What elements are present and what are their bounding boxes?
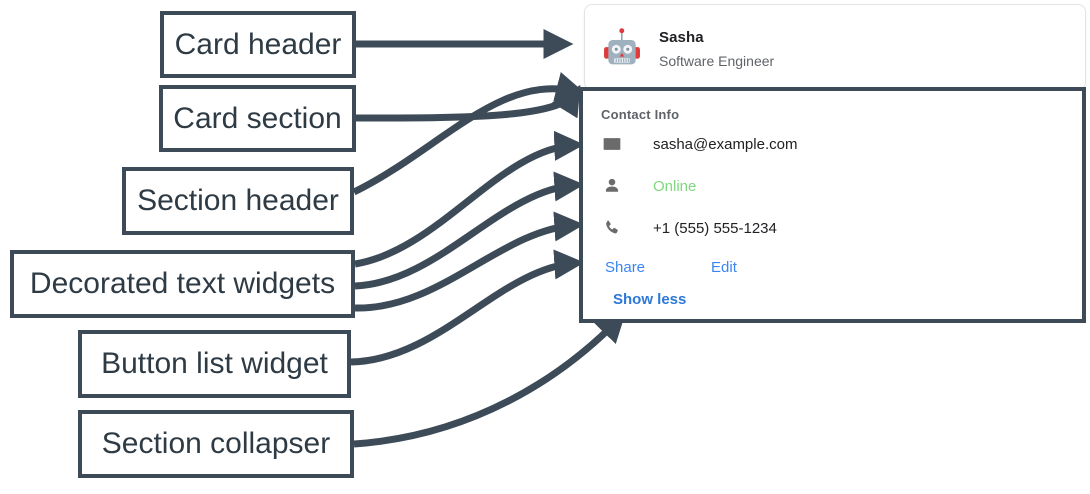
section-header: Contact Info: [601, 107, 680, 122]
card-section-body: Contact Info sasha@example.com Online: [583, 91, 1082, 314]
card-title: Sasha: [659, 29, 704, 46]
arrow-decorated-text-2: [354, 171, 585, 290]
arrow-button-list: [350, 249, 585, 366]
phone-value: +1 (555) 555-1234: [653, 219, 777, 237]
callout-label: Card section: [173, 101, 342, 135]
email-icon: [601, 133, 623, 155]
robot-avatar-icon: [599, 27, 645, 73]
card-header: Sasha Software Engineer: [585, 5, 1085, 89]
share-button[interactable]: Share: [597, 257, 653, 278]
contact-card: Sasha Software Engineer: [584, 4, 1086, 90]
edit-button[interactable]: Edit: [703, 257, 745, 278]
section-collapser-row: Show less: [609, 284, 1082, 314]
callout-label: Section collapser: [101, 427, 331, 460]
arrow-section-collapser: [353, 311, 626, 448]
callout-label: Card header: [174, 27, 342, 61]
person-icon: [601, 175, 623, 197]
arrow-section-header: [352, 72, 587, 196]
decorated-text-row-email: sasha@example.com: [601, 124, 1082, 164]
callout-label: Decorated text widgets: [29, 267, 336, 300]
section-collapser-button[interactable]: Show less: [609, 289, 690, 310]
arrow-card-section: [355, 84, 581, 122]
card-surface: Sasha Software Engineer: [584, 4, 1086, 90]
decorated-text-row-status: Online: [601, 166, 1082, 206]
callout-card-section: Card section: [159, 85, 356, 152]
card-identity: Sasha Software Engineer: [659, 29, 774, 69]
phone-icon: [601, 217, 623, 239]
callout-decorated-text-widgets: Decorated text widgets: [10, 250, 355, 318]
card-section: Contact Info sasha@example.com Online: [579, 87, 1086, 323]
status-value: Online: [653, 177, 697, 195]
callout-button-list-widget: Button list widget: [78, 330, 351, 398]
button-list-widget: Share Edit: [597, 252, 1082, 282]
callout-label: Button list widget: [101, 347, 328, 380]
decorated-text-row-phone: +1 (555) 555-1234: [601, 208, 1082, 248]
callout-section-header: Section header: [122, 167, 354, 235]
callout-label: Section header: [137, 184, 339, 217]
card-subtitle: Software Engineer: [659, 53, 775, 69]
arrow-decorated-text-1: [354, 130, 585, 268]
email-value: sasha@example.com: [653, 135, 798, 153]
callout-section-collapser: Section collapser: [78, 410, 354, 478]
arrow-decorated-text-3: [354, 211, 585, 312]
callout-card-header: Card header: [160, 11, 356, 78]
